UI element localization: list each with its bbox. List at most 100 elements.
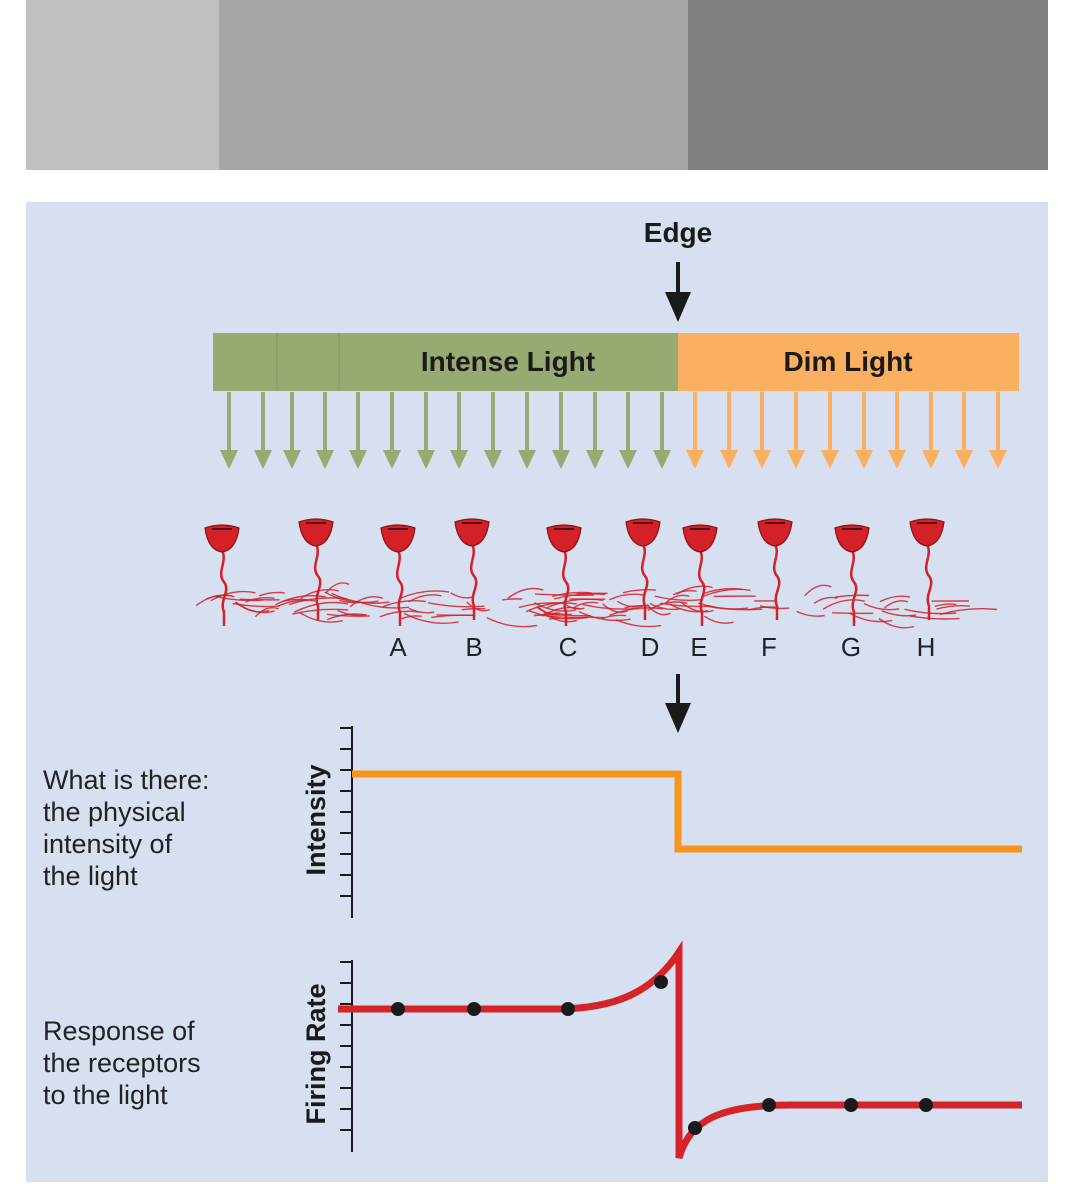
- tissue-fiber: [466, 601, 491, 612]
- tissue-fiber: [647, 601, 688, 612]
- light-ray-arrow: [922, 392, 940, 469]
- tissue-fiber: [649, 602, 682, 611]
- firing-rate-plot: Firing Rate: [301, 940, 1022, 1160]
- tissue-fiber: [904, 608, 957, 615]
- tissue-fiber: [622, 589, 656, 594]
- light-ray-arrow: [316, 392, 334, 469]
- tissue-fiber: [672, 590, 697, 596]
- light-ray-arrow: [653, 392, 671, 469]
- receptor-label-f: F: [761, 632, 777, 662]
- light-ray-arrow: [254, 392, 272, 469]
- receptor-label-h: H: [917, 632, 936, 662]
- tissue-fiber: [239, 598, 280, 601]
- tissue-fiber: [804, 584, 832, 597]
- light-ray-arrow: [955, 392, 973, 469]
- intensity-caption: What is there: the physical intensity of…: [43, 765, 210, 891]
- tissue-fiber: [547, 598, 604, 609]
- tissue-fiber: [528, 610, 588, 620]
- tissue-fiber: [401, 615, 422, 620]
- tissue-fiber: [681, 601, 714, 613]
- tissue-fiber: [703, 588, 751, 597]
- tissue-fiber: [547, 615, 591, 618]
- tissue-fiber: [609, 593, 644, 601]
- firing-point-b: [467, 1002, 481, 1016]
- caption-line: What is there:: [43, 765, 210, 795]
- caption-line: the physical: [43, 797, 186, 827]
- intensity-line: [352, 770, 1022, 853]
- gray-segment-dark: [688, 0, 1048, 170]
- intensity-ticks: [340, 727, 352, 897]
- intensity-axis-label: Intensity: [301, 764, 331, 875]
- light-ray-arrow: [720, 392, 738, 469]
- light-ray-arrow: [518, 392, 536, 469]
- tissue-fiber: [909, 615, 960, 620]
- tissue-fiber: [533, 613, 572, 617]
- tissue-fiber: [232, 602, 280, 608]
- light-ray-arrow: [586, 392, 604, 469]
- edge-arrow-top: [665, 262, 691, 322]
- light-ray-arrow: [686, 392, 704, 469]
- tissue-fiber: [863, 602, 900, 611]
- receptor-cell: [834, 524, 870, 626]
- tissue-fiber: [573, 601, 599, 609]
- receptor-cell: [546, 524, 582, 626]
- light-ray-arrow: [619, 392, 637, 469]
- firing-point-a: [391, 1002, 405, 1016]
- receptor-cell: [204, 524, 240, 626]
- dim-light-bar: [678, 333, 1019, 391]
- receptor-cell: [909, 518, 945, 620]
- gray-segment-mid: [219, 0, 688, 170]
- tissue-fiber: [832, 612, 874, 615]
- receptors: [204, 518, 945, 626]
- receptor-label-d: D: [641, 632, 660, 662]
- tissue-fiber: [939, 608, 998, 616]
- light-ray-arrow: [855, 392, 873, 469]
- tissue-fiber: [502, 598, 523, 601]
- caption-line: the receptors: [43, 1048, 201, 1078]
- intensity-plot: Intensity: [301, 726, 1022, 918]
- tissue-fiber: [234, 601, 270, 613]
- receptor-label-a: A: [389, 632, 407, 662]
- tissue-fiber: [536, 606, 559, 615]
- tissue-fiber: [349, 596, 383, 608]
- tissue-fiber: [382, 599, 426, 608]
- tissue-fiber: [879, 595, 911, 603]
- light-ray-arrow: [821, 392, 839, 469]
- light-ray-arrow: [484, 392, 502, 469]
- tissue-fiber: [507, 587, 544, 599]
- tissue-fiber: [704, 615, 734, 624]
- light-ray-arrow: [888, 392, 906, 469]
- tissue-fiber: [399, 590, 450, 600]
- caption-line: intensity of: [43, 829, 173, 859]
- tissue-fiber: [835, 594, 870, 598]
- tissue-fiber: [822, 599, 865, 610]
- firing-point-f: [762, 1098, 776, 1112]
- tissue-fiber: [624, 604, 650, 609]
- light-ray-arrow: [383, 392, 401, 469]
- tissue-fiber: [534, 593, 594, 596]
- tissue-fiber: [450, 592, 474, 599]
- firing-rate-axis-label: Firing Rate: [301, 983, 331, 1124]
- tissue-fiber: [275, 594, 326, 606]
- light-ray-arrow: [450, 392, 468, 469]
- light-ray-arrow: [417, 392, 435, 469]
- tissue-fiber: [292, 608, 349, 615]
- receptor-cell: [625, 518, 661, 620]
- receptor-cell: [380, 524, 416, 626]
- tissue-fiber: [759, 605, 790, 610]
- edge-label: Edge: [644, 217, 712, 248]
- tissue-fiber: [324, 591, 379, 604]
- firing-rate-line: [338, 940, 1022, 1160]
- tissue-fiber: [245, 597, 275, 603]
- tissue-fiber: [210, 590, 256, 602]
- tissue-fiber: [881, 610, 917, 617]
- receptor-label-c: C: [559, 632, 578, 662]
- tissue-fiber: [936, 604, 970, 610]
- tissue-fiber: [278, 599, 316, 607]
- tissue-fiber: [665, 594, 690, 604]
- tissue-fiber: [552, 591, 592, 598]
- receptor-cell: [682, 524, 718, 626]
- tissue-fiber: [878, 617, 915, 629]
- tissue-fiber: [602, 603, 628, 613]
